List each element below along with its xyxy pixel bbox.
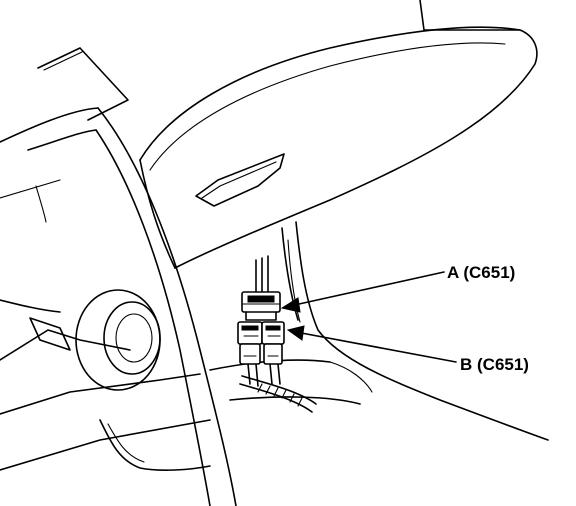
wire-harness-lower (239, 363, 317, 413)
pillar-outline (0, 107, 237, 506)
wire-harness-upper (255, 255, 269, 297)
connector-a (241, 291, 281, 321)
windshield-edge (419, 0, 521, 31)
dash-vent (195, 153, 285, 207)
window-outline (37, 47, 129, 121)
callout-arrow-a (280, 271, 445, 313)
label-connector-a: A (C651) (447, 263, 515, 282)
kick-panel (281, 221, 549, 441)
connector-b (237, 321, 285, 365)
dashboard-upper-panel (139, 26, 538, 269)
callout-arrow-b (286, 325, 457, 363)
round-knob (75, 289, 161, 391)
label-connector-b: B (C651) (460, 355, 529, 374)
